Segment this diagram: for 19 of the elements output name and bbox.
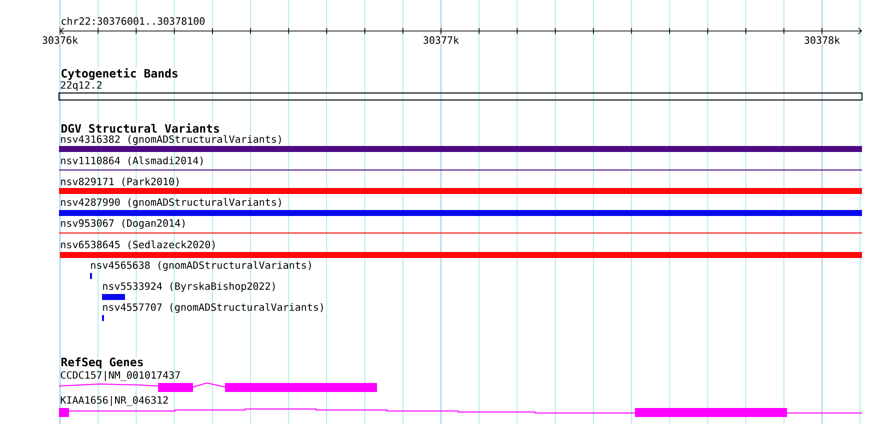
track-title: RefSeq Genes xyxy=(60,357,144,369)
band-label: 22q12.2 xyxy=(60,81,102,91)
variant-label: nsv4557707 (gnomADStructuralVariants) xyxy=(103,303,323,313)
variant-label: nsv953067 (Dogan2014) xyxy=(61,219,185,229)
variant-label: nsv829171 (Park2010) xyxy=(61,178,179,186)
gene-label: KIAA1656|NR_046312 xyxy=(60,396,168,406)
track-title: DGV Structural Variants xyxy=(60,123,220,133)
variant-label: nsv4316382 (gnomADStructuralVariants) xyxy=(61,135,281,145)
variant-label: nsv5533924 (ByrskaBishop2022) xyxy=(103,282,275,292)
tick-label: 30377k xyxy=(422,36,460,44)
variant-label: nsv6538645 (Sedlazeck2020) xyxy=(61,240,215,250)
tick-label: 30376k xyxy=(41,36,79,44)
gene-label: CCDC157|NM_001017437 xyxy=(60,370,180,381)
variant-label: nsv1110864 (Alsmadi2014) xyxy=(61,156,203,166)
variant-label: nsv4565638 (gnomADStructuralVariants) xyxy=(91,261,311,271)
track-title: Cytogenetic Bands xyxy=(60,68,179,80)
region-label: chr22:30376001..30378100 xyxy=(60,17,206,25)
variant-label: nsv4287990 (gnomADStructuralVariants) xyxy=(61,198,281,208)
tick-label: 30378k xyxy=(803,36,841,44)
